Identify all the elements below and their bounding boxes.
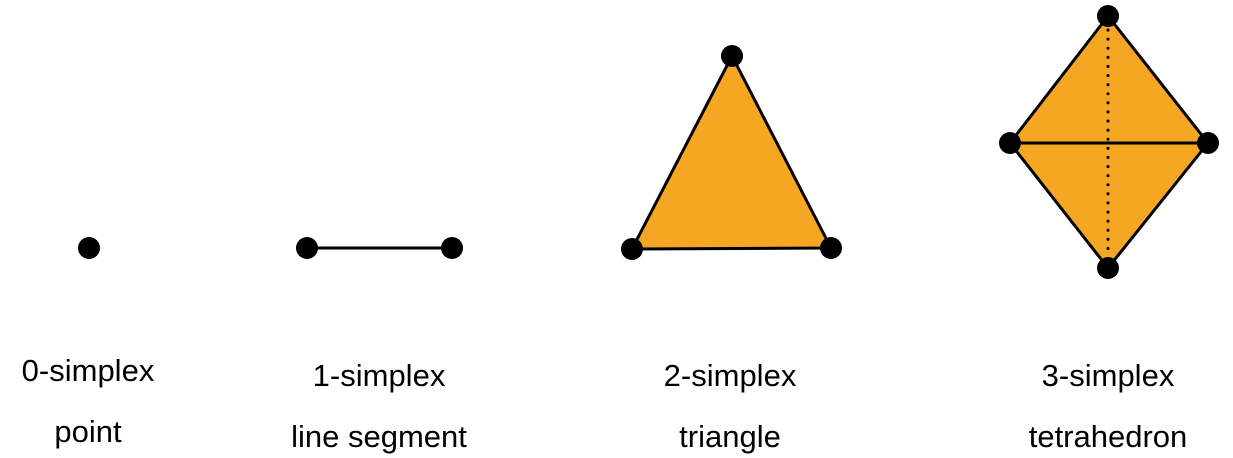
caption-1-simplex-name: 1-simplex [312, 358, 446, 393]
zero-simplex-figure [78, 237, 100, 259]
caption-1-simplex-description: line segment [291, 419, 467, 454]
vertex [296, 237, 318, 259]
vertex [1097, 257, 1119, 279]
vertex [621, 238, 643, 260]
vertex [1097, 5, 1119, 27]
two-simplex-figure [621, 45, 842, 260]
three-simplex-figure [999, 5, 1219, 279]
caption-0-simplex-description: point [54, 414, 122, 449]
vertex [721, 45, 743, 67]
caption-3-simplex-name: 3-simplex [1041, 358, 1175, 393]
caption-0-simplex-name: 0-simplex [21, 353, 155, 388]
caption-2-simplex-description: triangle [679, 419, 781, 454]
vertex [441, 237, 463, 259]
caption-2-simplex-name: 2-simplex [663, 358, 797, 393]
vertex [78, 237, 100, 259]
triangle-face [630, 54, 833, 251]
vertex [1197, 132, 1219, 154]
caption-3-simplex-description: tetrahedron [1028, 419, 1188, 454]
one-simplex-figure [296, 237, 463, 259]
vertex [999, 132, 1021, 154]
vertex [820, 237, 842, 259]
